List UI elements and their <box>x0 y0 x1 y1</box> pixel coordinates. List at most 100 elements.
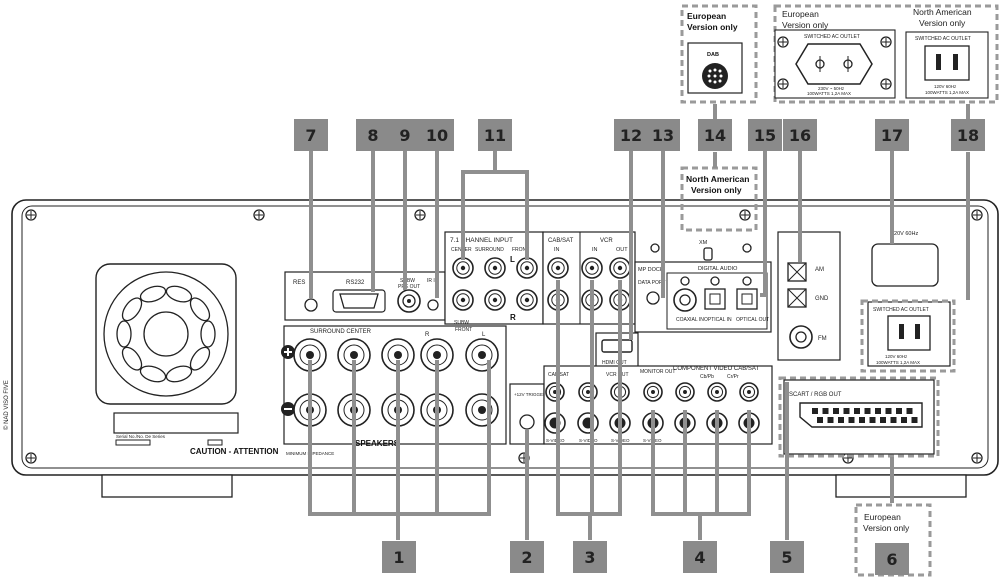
digital-audio-block: MP DOCK XM DIGITAL AUDIO DATA PORT COAXI… <box>634 240 772 333</box>
svideo-label-1: S-VIDEO <box>546 438 565 443</box>
power-inlet: 120V 60Hz <box>871 231 939 287</box>
front-label: FRONT <box>512 247 529 253</box>
vcr-in-label: IN <box>592 247 598 253</box>
copyright-label: © NAD VISO FIVE <box>3 380 10 430</box>
callout-number-18: 18 <box>957 126 979 145</box>
channel-input-jack-bottom-1[interactable] <box>452 289 474 311</box>
svideo-jack-2[interactable] <box>577 412 599 434</box>
callout-12: 12 <box>614 119 648 151</box>
fan-slot <box>165 285 193 303</box>
component-video-jack-1[interactable] <box>675 382 695 402</box>
callout-number-2: 2 <box>521 548 532 567</box>
fm-jack[interactable] <box>789 325 813 349</box>
speaker-terminal-plus-3[interactable] <box>381 338 415 372</box>
dab-note-line1: European <box>687 11 726 21</box>
preout-label: PRE OUT <box>398 284 420 290</box>
na-switched-ac-label: SWITCHED AC OUTLET <box>915 36 971 42</box>
fan-slot <box>121 297 143 322</box>
vcr-out-label: OUT <box>616 247 628 253</box>
channel-input-jack-top-3[interactable] <box>516 257 538 279</box>
video-vcr-out-label: VCR OUT <box>606 372 629 378</box>
fan-slot <box>189 346 211 371</box>
xm-port[interactable] <box>703 247 713 261</box>
callout-7: 7 <box>294 119 328 151</box>
speaker-terminal-plus-1[interactable] <box>293 338 327 372</box>
gnd-terminal[interactable] <box>787 288 807 308</box>
dab-label: DAB <box>707 52 719 58</box>
callout-number-3: 3 <box>584 548 595 567</box>
callout-13: 13 <box>646 119 680 151</box>
trigger-jack[interactable] <box>519 414 535 430</box>
mp-dock-label: MP DOCK <box>638 267 664 273</box>
data-port-jack[interactable] <box>646 291 660 305</box>
optical-out-label: OPTICAL OUT <box>736 317 769 323</box>
trigger-label: +12V TRIGGER OUT <box>514 392 557 397</box>
eu-ac-note-line1: European <box>782 9 819 19</box>
speaker-front-label: FRONT <box>455 327 472 333</box>
power-inlet-socket[interactable] <box>871 243 939 287</box>
scart-label: SCART / RGB OUT <box>789 392 842 398</box>
ir-in-jack[interactable] <box>427 299 439 311</box>
res-button[interactable] <box>304 298 318 312</box>
callout-17: 17 <box>875 119 909 151</box>
av-input-jack-top-3[interactable] <box>609 257 631 279</box>
na-xm-note-line1: North American <box>686 174 749 184</box>
speaker-l-label: L <box>482 332 486 338</box>
panel-na-outlet[interactable] <box>887 315 931 351</box>
video-block: CAB/SAT VCR OUT MONITOR OUT COMPONENT VI… <box>543 365 773 445</box>
optical-in-label: OPTICAL IN <box>704 317 732 323</box>
speaker-terminal-plus-2[interactable] <box>337 338 371 372</box>
speakers-label: SPEAKERS <box>355 439 400 448</box>
callout-16: 16 <box>783 119 817 151</box>
eu-ac-note-line2: Version only <box>782 20 829 30</box>
panel-switched-ac-label: SWITCHED AC OUTLET <box>873 307 929 313</box>
na-ac-note-line1: North American <box>913 7 972 17</box>
scart-port[interactable] <box>799 402 923 428</box>
left-channel-label: L <box>510 255 515 264</box>
callout-8: 8 <box>356 119 390 151</box>
right-channel-label: R <box>510 313 516 322</box>
hdmi-out-port[interactable] <box>601 339 633 353</box>
caution-label: CAUTION - ATTENTION <box>190 447 279 456</box>
na-ac-outlet[interactable] <box>924 45 970 81</box>
channel-input-jack-bottom-3[interactable] <box>516 289 538 311</box>
na-rating-1: 120V 60Hz <box>934 84 957 89</box>
power-in-label: 120V 60Hz <box>891 231 918 237</box>
panel-na-rating-1: 120V 60Hz <box>885 354 908 359</box>
speaker-terminal-plus-5[interactable] <box>465 338 499 372</box>
av-input-jack-top-2[interactable] <box>581 257 603 279</box>
optical-out-port[interactable] <box>736 288 758 310</box>
ir-in-label: IR IN <box>427 278 439 284</box>
am-terminal[interactable] <box>787 262 807 282</box>
coaxial-in-jack[interactable] <box>673 288 697 312</box>
hdmi-out-label: HDMI OUT <box>602 360 627 366</box>
composite-video-jack-1[interactable] <box>545 382 565 402</box>
callout-number-15: 15 <box>754 126 776 145</box>
callout-number-16: 16 <box>789 126 811 145</box>
callout-14: 14 <box>698 119 732 151</box>
scart-block: SCART / RGB OUT <box>783 379 935 455</box>
callout-5: 5 <box>770 541 804 573</box>
speaker-r-label: R <box>425 332 430 338</box>
panel-na-rating-2: 100WATTS 1,2A MAX <box>876 360 920 365</box>
monitor-out-label: MONITOR OUT <box>640 369 675 375</box>
av-input-jack-top-1[interactable] <box>547 257 569 279</box>
speaker-terminal-minus-5[interactable] <box>465 393 499 427</box>
channel-input-jack-bottom-2[interactable] <box>484 289 506 311</box>
composite-video-jack-2[interactable] <box>578 382 598 402</box>
optical-in-port[interactable] <box>704 288 726 310</box>
svideo-jack-1[interactable] <box>544 412 566 434</box>
component-video-jack-2[interactable] <box>707 382 727 402</box>
na-ac-note-line2: Version only <box>919 18 966 28</box>
eu-rating-1: 230V ~ 50Hz <box>818 86 845 91</box>
callout-11: 11 <box>478 119 512 151</box>
rs232-port[interactable] <box>332 289 386 313</box>
inset-ac-outlets: European Version only North American Ver… <box>773 4 999 104</box>
component-video-jack-3[interactable] <box>739 382 759 402</box>
eu-ac-outlet[interactable] <box>795 43 873 85</box>
channel-input-jack-top-2[interactable] <box>484 257 506 279</box>
channel-input-jack-top-1[interactable] <box>452 257 474 279</box>
surround-center-label: SURROUND CENTER <box>310 329 372 335</box>
callout-4: 4 <box>683 541 717 573</box>
composite-video-jack-4[interactable] <box>643 382 663 402</box>
